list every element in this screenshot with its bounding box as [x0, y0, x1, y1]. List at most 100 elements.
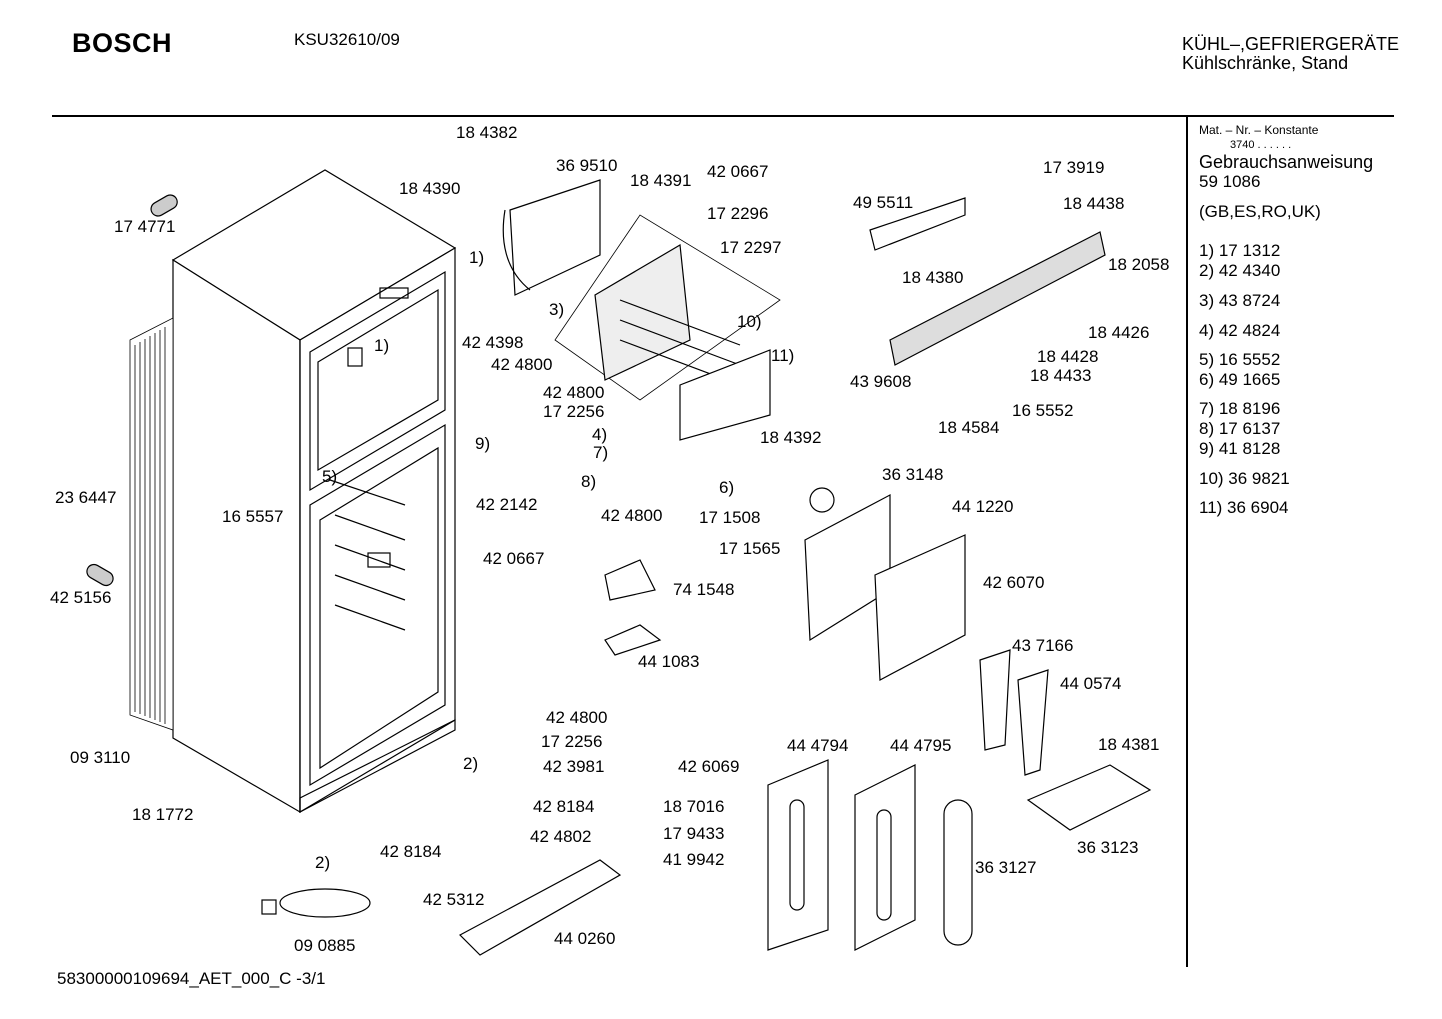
legend-row: 2) 42 4340	[1199, 261, 1280, 281]
callout-label: 44 1220	[952, 497, 1014, 516]
callout-label: 36 9510	[556, 156, 618, 175]
callout-label: 17 1565	[719, 539, 781, 558]
legend-key: 4)	[1199, 321, 1219, 340]
legend-part-number: 43 8724	[1218, 291, 1281, 310]
legend-key: 8)	[1199, 419, 1219, 438]
legend-key: 1)	[1199, 241, 1219, 260]
callout-label: 17 2256	[541, 732, 603, 751]
legend-row: 4) 42 4824	[1199, 321, 1280, 341]
fridge-cabinet	[171, 169, 457, 814]
callout-label: 18 7016	[663, 797, 725, 816]
plate-44-1220	[874, 534, 966, 681]
callout-label: 42 0667	[483, 549, 545, 568]
manual-label: Gebrauchsanweisung	[1199, 152, 1374, 172]
callout-label: 17 2256	[543, 402, 605, 421]
callout-label: 1)	[469, 248, 485, 267]
legend-key: 5)	[1199, 350, 1219, 369]
callout-label: 42 4398	[462, 333, 524, 352]
legend-row: 11) 36 6904	[1199, 498, 1289, 518]
brand-logo: BOSCH	[72, 28, 173, 58]
callout-label: 44 1083	[638, 652, 700, 671]
callout-label: 17 2297	[720, 238, 782, 257]
mat-number-label: Mat. – Nr. – Konstante	[1199, 123, 1319, 137]
callout-label: 18 4438	[1063, 194, 1125, 213]
callout-label: 17 1508	[699, 508, 761, 527]
callout-label: 18 4392	[760, 428, 822, 447]
callout-label: 43 7166	[1012, 636, 1074, 655]
legend-key: 11)	[1199, 498, 1228, 517]
callout-label: 18 4584	[938, 418, 1000, 437]
legend-row: 3) 43 8724	[1199, 291, 1280, 311]
legend-part-number: 49 1665	[1218, 370, 1281, 389]
legend-row: 10) 36 9821	[1199, 469, 1290, 489]
callout-label: 36 3148	[882, 465, 944, 484]
handle-36-3127	[943, 799, 973, 946]
callout-label: 36 3127	[975, 858, 1037, 877]
legend-row: 1) 17 1312	[1199, 241, 1280, 261]
callout-label: 42 4800	[546, 708, 608, 727]
callout-label: 42 0667	[707, 162, 769, 181]
legend-part-number: 18 8196	[1218, 399, 1281, 418]
callout-label: 42 4800	[543, 383, 605, 402]
callout-label: 18 4433	[1030, 366, 1092, 385]
cover-44-0574	[1017, 669, 1049, 776]
callout-label: 4)	[592, 425, 608, 444]
legend-key: 7)	[1199, 399, 1219, 418]
callout-label: 16 5552	[1012, 401, 1074, 420]
fan-bracket-44-1083	[604, 624, 662, 656]
callout-label: 44 0574	[1060, 674, 1122, 693]
callout-label: 44 4794	[787, 736, 849, 755]
callout-label: 42 4802	[530, 827, 592, 846]
document-id: 58300000109694_AET_000_C -3/1	[57, 969, 326, 988]
sidebar-divider	[1186, 117, 1188, 967]
base-36-3123	[1026, 764, 1152, 831]
shelf-44-0260	[459, 859, 622, 956]
legend-part-number: 17 6137	[1218, 419, 1281, 438]
callout-label: 42 5312	[423, 890, 485, 909]
mat-number-value: 3740 . . . . . .	[1230, 139, 1292, 151]
callout-label: 2)	[463, 754, 479, 773]
callout-label: 3)	[549, 300, 565, 319]
callout-label: 09 3110	[70, 748, 131, 767]
callout-label: 5)	[322, 467, 338, 486]
callout-label: 18 4391	[630, 171, 692, 190]
power-cord	[261, 888, 371, 918]
callout-label: 42 5156	[50, 588, 112, 607]
callout-label: 10)	[737, 312, 762, 331]
callout-label: 8)	[581, 472, 597, 491]
callout-label: 16 5557	[222, 507, 284, 526]
legend-row: 9) 41 8128	[1199, 439, 1280, 459]
callout-label: 42 8184	[533, 797, 595, 816]
cover-43-7166	[979, 649, 1011, 751]
callout-label: 42 4800	[601, 506, 663, 525]
callout-label: 42 8184	[380, 842, 442, 861]
legend-key: 6)	[1199, 370, 1219, 389]
callout-label: 1)	[374, 336, 390, 355]
callout-label: 11)	[771, 346, 795, 365]
callout-label: 42 4800	[491, 355, 553, 374]
cylinder-42-5156	[86, 563, 114, 587]
callout-label: 43 9608	[850, 372, 912, 391]
callout-label: 18 4380	[902, 268, 964, 287]
legend-part-number: 41 8128	[1218, 439, 1281, 458]
legend-part-number: 42 4340	[1218, 261, 1281, 280]
callout-label: 42 6069	[678, 757, 740, 776]
callout-label: 2)	[315, 853, 331, 872]
category-title: KÜHL–,GEFRIERGERÄTE	[1182, 34, 1400, 54]
callout-label: 41 9942	[663, 850, 725, 869]
callout-label: 17 9433	[663, 824, 725, 843]
callout-label: 42 3981	[543, 757, 605, 776]
legend-key: 9)	[1199, 439, 1219, 458]
legend-row: 8) 17 6137	[1199, 419, 1280, 439]
callout-label: 42 6070	[983, 573, 1045, 592]
legend-row: 7) 18 8196	[1199, 399, 1280, 419]
callout-label: 74 1548	[673, 580, 735, 599]
fan-housing-74-1548	[604, 559, 656, 601]
fan-blade	[809, 487, 835, 513]
door-pocket-44-4794	[767, 759, 829, 951]
callout-label: 18 4390	[399, 179, 461, 198]
legend-key: 3)	[1199, 291, 1219, 310]
callout-label: 18 4382	[456, 123, 518, 142]
legend-key: 10)	[1199, 469, 1229, 488]
callout-label: 17 4771	[114, 217, 176, 236]
